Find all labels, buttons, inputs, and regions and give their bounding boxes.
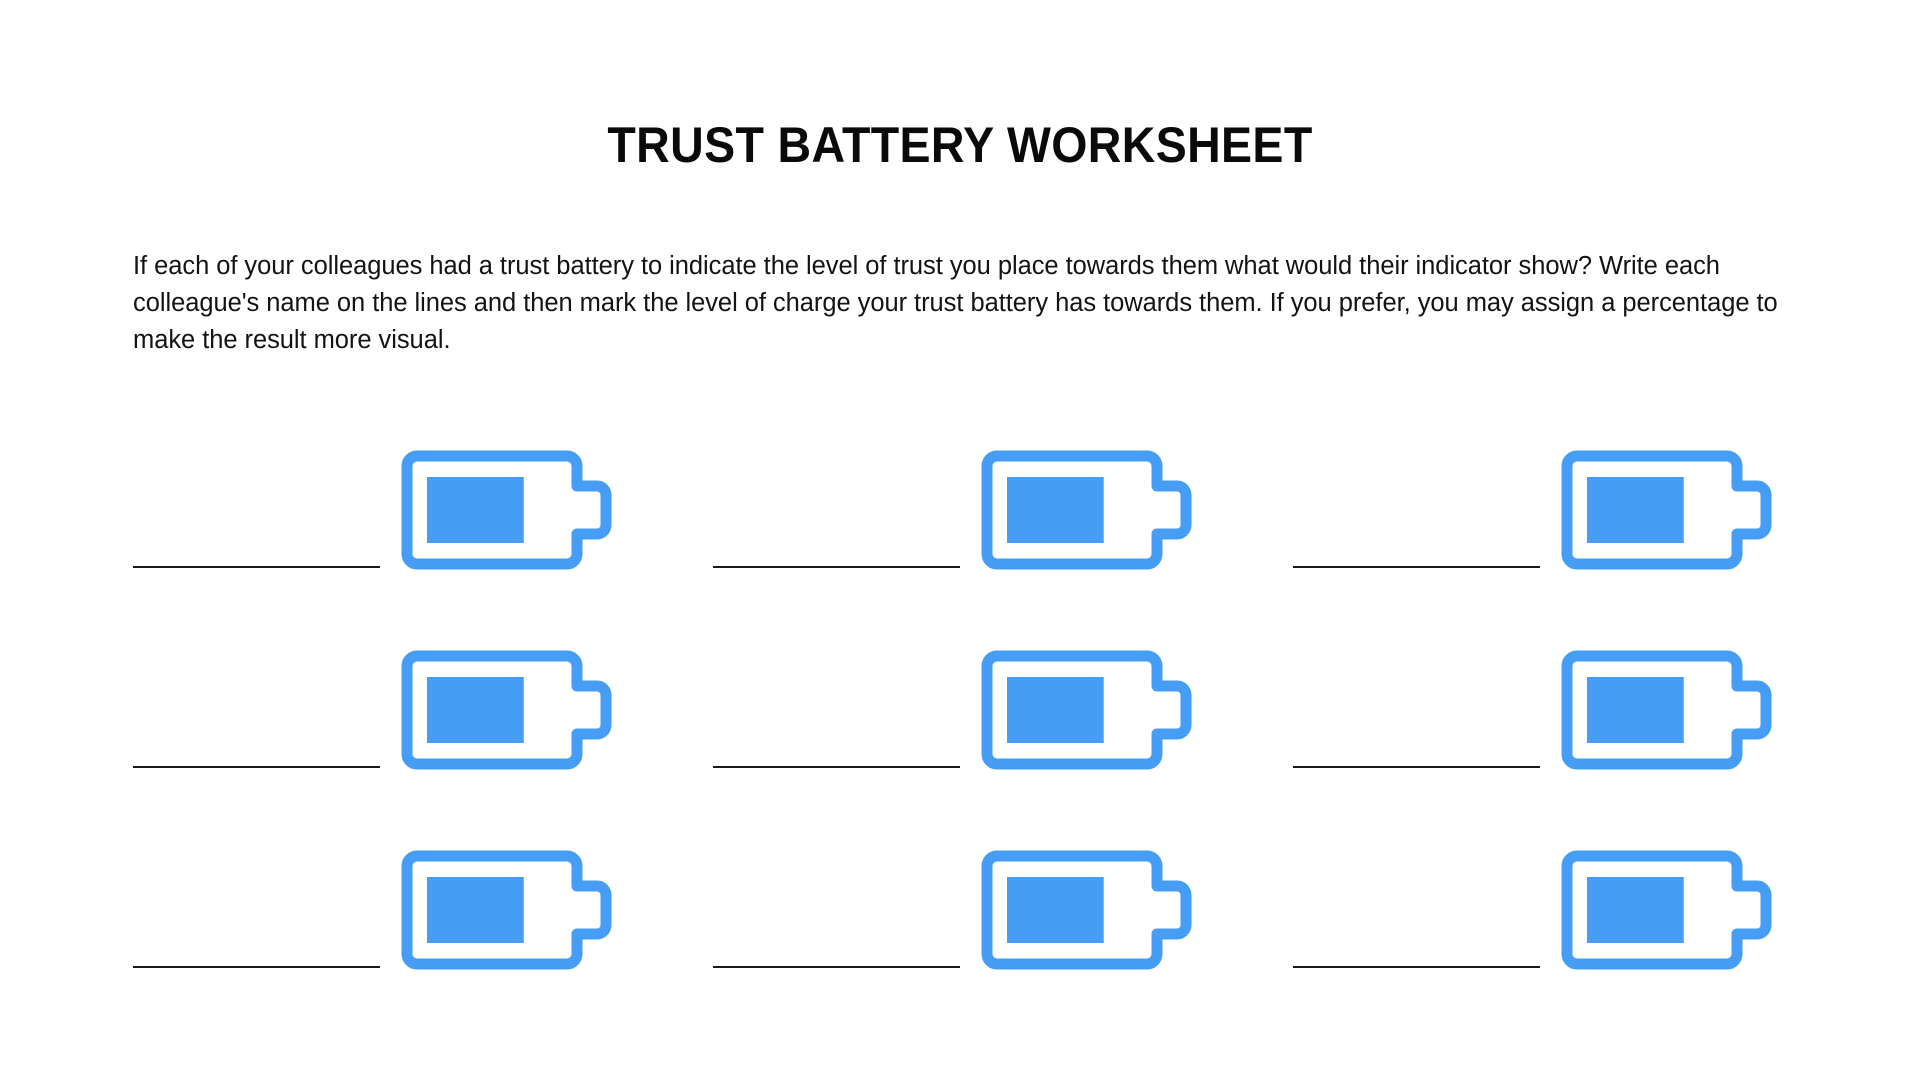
battery-icon [981,850,1192,970]
battery-entry-row [713,418,1280,590]
trust-battery-indicator[interactable] [401,650,619,770]
battery-icon [401,450,612,570]
battery-icon [981,450,1192,570]
battery-shell-outline [1561,650,1772,770]
battery-shell-outline [1561,850,1772,970]
battery-charge-fill[interactable] [1007,677,1104,743]
battery-charge-fill[interactable] [1007,477,1104,543]
battery-entry-row [133,818,700,990]
battery-shell-outline [1561,450,1772,570]
battery-icon [1561,650,1772,770]
battery-charge-fill[interactable] [427,477,524,543]
battery-shell-outline [981,850,1192,970]
battery-charge-fill[interactable] [427,677,524,743]
battery-charge-fill[interactable] [1587,477,1684,543]
battery-entry-row [1293,618,1860,790]
battery-entry-row [713,818,1280,990]
battery-entry-row [713,618,1280,790]
battery-shell-outline [401,450,612,570]
battery-icon [1561,450,1772,570]
battery-shell-outline [981,450,1192,570]
trust-battery-indicator[interactable] [401,450,619,570]
battery-entry-row [133,418,700,590]
battery-icon [401,650,612,770]
battery-grid [133,418,1793,990]
battery-charge-fill[interactable] [1007,877,1104,943]
trust-battery-indicator[interactable] [1561,650,1779,770]
battery-shell-outline [401,850,612,970]
battery-entry-row [1293,418,1860,590]
battery-charge-fill[interactable] [1587,877,1684,943]
colleague-name-line[interactable] [133,766,380,768]
battery-charge-fill[interactable] [1587,677,1684,743]
battery-entry-row [133,618,700,790]
trust-battery-indicator[interactable] [1561,850,1779,970]
colleague-name-line[interactable] [1293,566,1540,568]
instructions-paragraph: If each of your colleagues had a trust b… [133,251,1778,354]
colleague-name-line[interactable] [713,966,960,968]
colleague-name-line[interactable] [1293,766,1540,768]
trust-battery-indicator[interactable] [981,650,1199,770]
colleague-name-line[interactable] [713,566,960,568]
colleague-name-line[interactable] [1293,966,1540,968]
battery-shell-outline [401,650,612,770]
battery-icon [981,650,1192,770]
battery-icon [401,850,612,970]
trust-battery-indicator[interactable] [1561,450,1779,570]
page-title: TRUST BATTERY WORKSHEET [607,116,1313,173]
battery-icon [1561,850,1772,970]
battery-entry-row [1293,818,1860,990]
trust-battery-indicator[interactable] [401,850,619,970]
battery-shell-outline [981,650,1192,770]
colleague-name-line[interactable] [713,766,960,768]
battery-charge-fill[interactable] [427,877,524,943]
trust-battery-indicator[interactable] [981,450,1199,570]
trust-battery-indicator[interactable] [981,850,1199,970]
colleague-name-line[interactable] [133,566,380,568]
colleague-name-line[interactable] [133,966,380,968]
